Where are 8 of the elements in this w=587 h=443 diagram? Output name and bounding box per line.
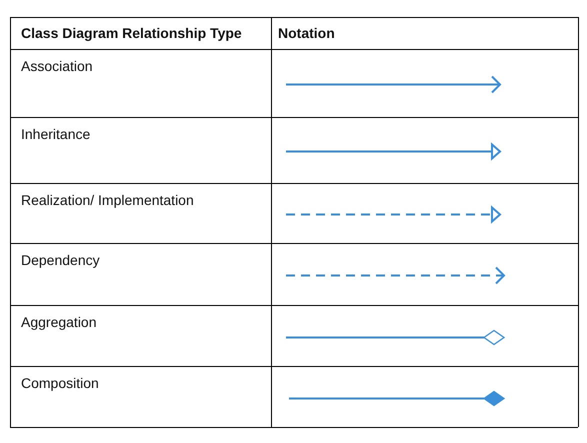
relationship-name: Aggregation <box>21 314 97 330</box>
relationship-name: Composition <box>21 375 99 391</box>
relationship-name: Dependency <box>21 252 100 268</box>
relationship-name: Realization/ Implementation <box>21 192 194 208</box>
column-header: Notation <box>278 25 335 41</box>
relationship-name: Association <box>21 58 93 74</box>
relationship-name: Inheritance <box>21 126 90 142</box>
column-header: Class Diagram Relationship Type <box>21 25 242 41</box>
